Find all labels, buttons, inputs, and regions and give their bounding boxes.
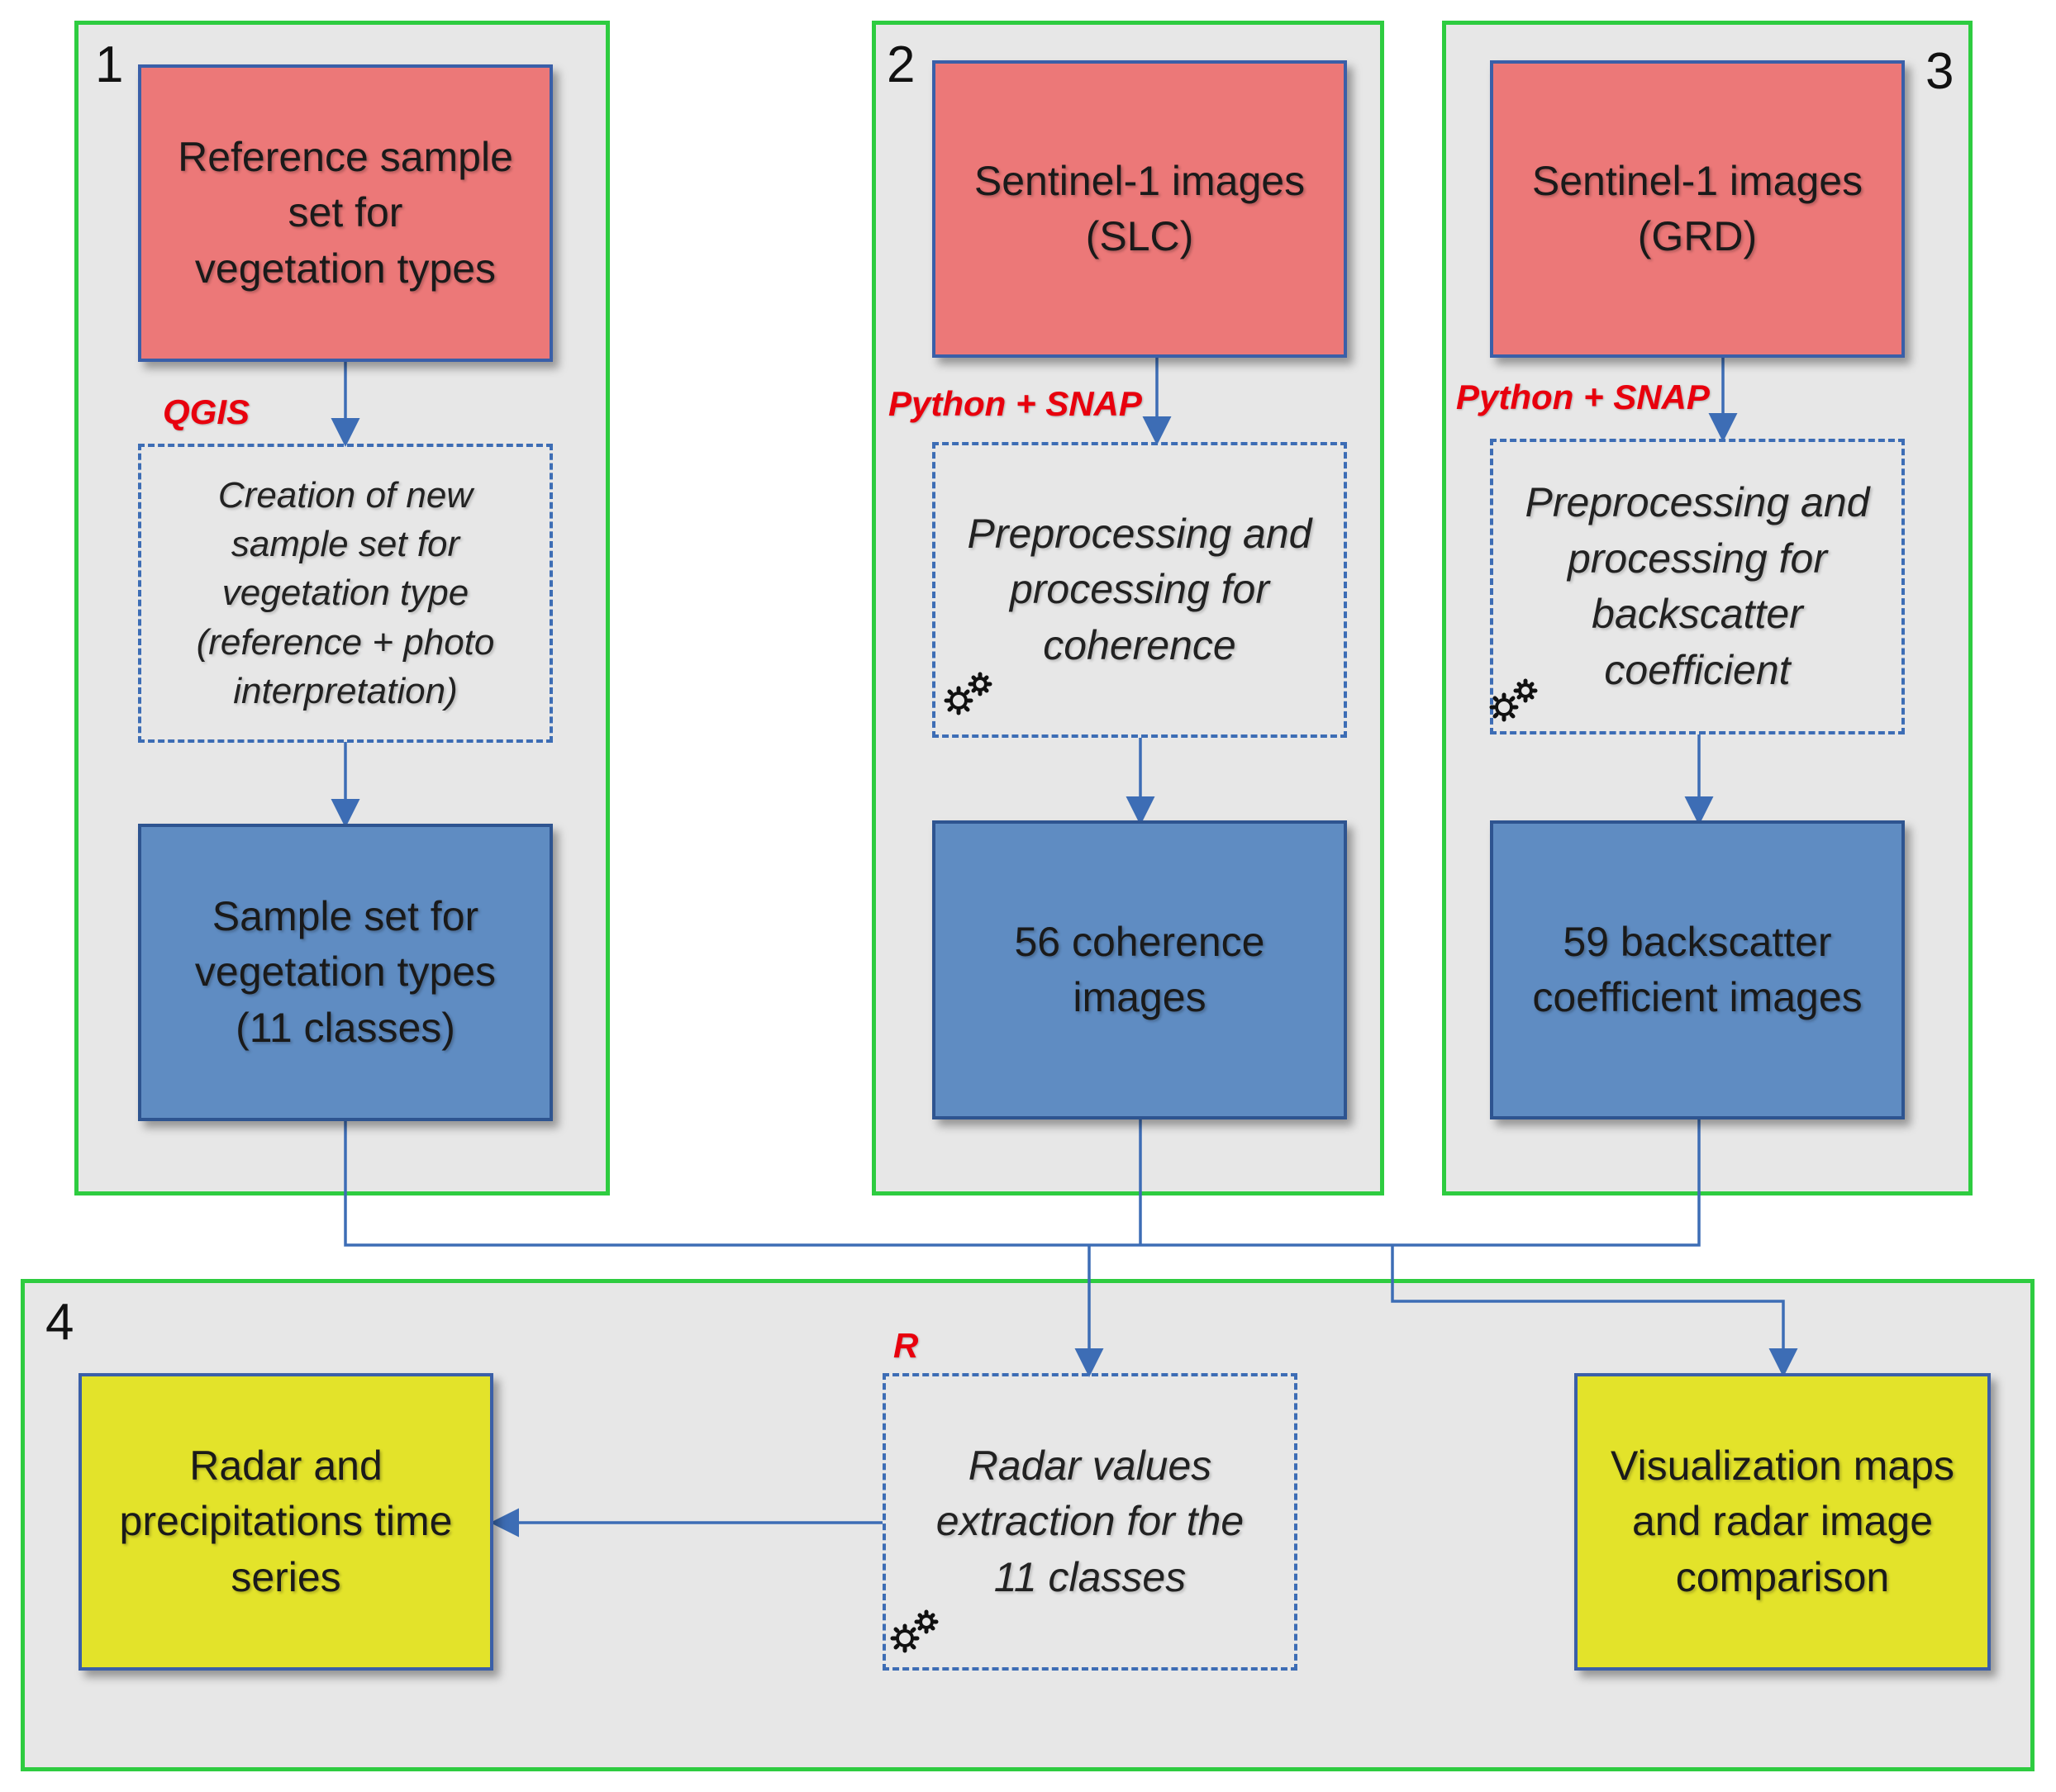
p3-tool-label: Python + SNAP [1456,378,1710,416]
arrow-merge-to-visualization [1391,1245,1798,1377]
p4-visualization-box: Visualization maps and radar image compa… [1574,1373,1991,1671]
p1-output-box: Sample set for vegetation types (11 clas… [138,824,553,1121]
p3-input-box: Sentinel-1 images (GRD) [1490,60,1905,358]
p2-input-box: Sentinel-1 images (SLC) [932,60,1347,358]
panel-1-number: 1 [95,36,124,93]
p1-tool-label: QGIS [163,392,250,431]
panel-4-number: 4 [45,1294,74,1351]
p1-process-box: Creation of new sample set for vegetatio… [138,444,553,743]
p2-tool-label: Python + SNAP [888,384,1142,423]
p3-process-box: Preprocessing and processing for backsca… [1490,439,1905,734]
gears-icon [1489,678,1538,722]
p4-extraction-box: Radar values extraction for the 11 class… [883,1373,1297,1671]
gears-icon [944,672,992,715]
connector-p3-to-merge [1140,1119,1701,1247]
p4-timeseries-box: Radar and precipitations time series [79,1373,493,1671]
panel-3-number: 3 [1925,43,1954,100]
connector-p1-to-merge [344,1121,1140,1247]
p3-output-box: 59 backscatter coefficient images [1490,820,1905,1119]
p2-process-box: Preprocessing and processing for coheren… [932,442,1347,738]
p1-input-box: Reference sample set for vegetation type… [138,64,553,362]
panel-2-number: 2 [887,36,916,93]
p2-output-box: 56 coherence images [932,820,1347,1119]
p4-tool-label: R [893,1326,919,1365]
gears-icon [890,1609,939,1653]
